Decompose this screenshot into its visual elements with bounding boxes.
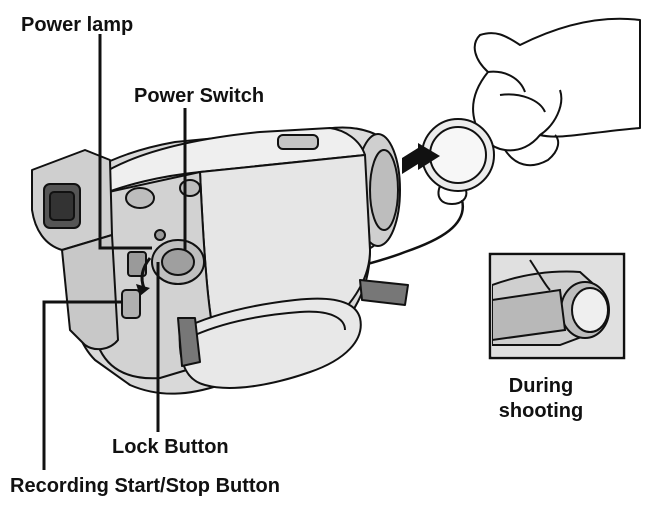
rotate-arrow-icon bbox=[140, 257, 152, 289]
rotate-arrowhead-icon bbox=[136, 284, 150, 296]
power-switch-label: Power Switch bbox=[134, 85, 265, 107]
cap-string bbox=[359, 199, 465, 268]
leader-lines bbox=[42, 34, 187, 470]
hand-drawing bbox=[472, 17, 641, 167]
inset-caption-line2: shooting bbox=[498, 400, 584, 422]
push-arrow-icon bbox=[402, 143, 440, 174]
power-lamp-label: Power lamp bbox=[21, 14, 134, 36]
inset-panel bbox=[488, 252, 626, 360]
recording-button-leader bbox=[42, 300, 122, 470]
hand-strap bbox=[177, 279, 409, 389]
power-lamp-leader bbox=[98, 34, 152, 250]
inset-caption-line1: During bbox=[508, 375, 574, 397]
recording-button-label: Recording Start/Stop Button bbox=[10, 475, 280, 497]
lock-button-label: Lock Button bbox=[112, 436, 229, 458]
lens-cap bbox=[421, 118, 495, 206]
